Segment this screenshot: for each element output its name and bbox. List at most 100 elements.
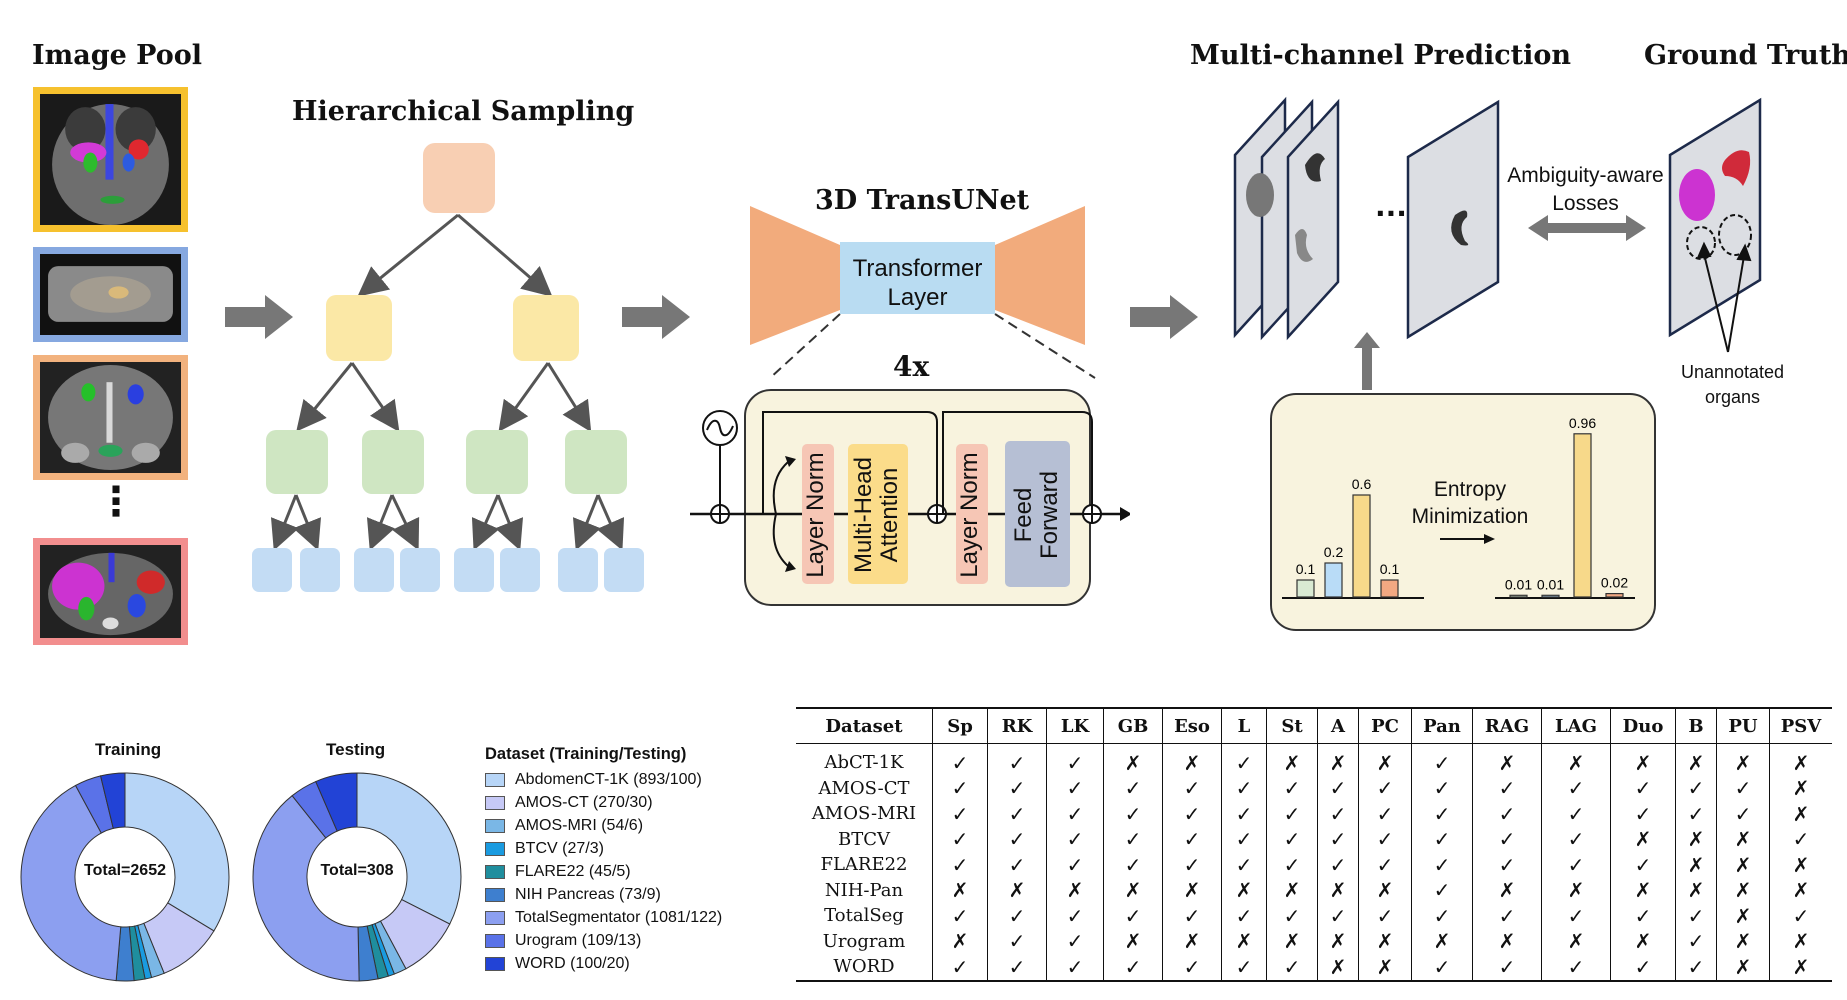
table-mark-cell: ✓ xyxy=(1769,826,1832,852)
ground-truth-title: Ground Truth xyxy=(1644,40,1847,71)
table-mark-cell: ✓ xyxy=(987,801,1047,827)
table-mark-cell: ✓ xyxy=(932,903,988,929)
table-header-st: St xyxy=(1266,707,1318,744)
feed-forward-block xyxy=(1005,441,1070,587)
after-bar xyxy=(1509,594,1528,598)
table-mark-cell: ✗ xyxy=(1769,928,1832,954)
legend-swatch xyxy=(485,956,505,971)
table-mark-cell: ✓ xyxy=(1610,954,1676,982)
table-mark-cell: ✓ xyxy=(1411,826,1473,852)
legend-label: TotalSegmentator (1081/122) xyxy=(515,908,723,926)
donut-slice-9 xyxy=(99,772,126,830)
table-header-pan: Pan xyxy=(1411,707,1473,744)
table-mark-cell: ✗ xyxy=(1266,877,1318,903)
gt-organ-magenta xyxy=(1679,169,1715,221)
table-mark-cell: ✓ xyxy=(1541,954,1611,982)
table-mark-cell: ✗ xyxy=(1675,826,1717,852)
table-mark-cell: ✓ xyxy=(1046,928,1104,954)
table-mark-cell: ✓ xyxy=(1472,775,1542,801)
table-mark-cell: ✗ xyxy=(1046,877,1104,903)
table-mark-cell: ✓ xyxy=(1103,954,1163,982)
table-dataset-cell: AMOS-CT xyxy=(818,777,910,799)
table-mark-cell: ✓ xyxy=(1103,775,1163,801)
table-mark-cell: ✓ xyxy=(1675,775,1717,801)
table-header-lag: LAG xyxy=(1541,707,1611,744)
table-mark-cell: ✓ xyxy=(987,826,1047,852)
testing-donut xyxy=(252,772,462,982)
after-bar xyxy=(1605,593,1624,598)
table-mark-cell: ✗ xyxy=(932,928,988,954)
tree-level1-node xyxy=(513,295,579,361)
entropy-label: Entropy Minimization xyxy=(1405,476,1535,530)
table-mark-cell: ✗ xyxy=(1103,743,1163,776)
table-mark-cell: ✓ xyxy=(1103,826,1163,852)
table-mark-cell: ✗ xyxy=(1162,743,1222,776)
table-mark-cell: ✓ xyxy=(932,775,988,801)
table-dataset-cell: BTCV xyxy=(837,828,890,850)
table-mark-cell: ✓ xyxy=(1046,801,1104,827)
table-mark-cell: ✓ xyxy=(1411,852,1473,878)
hierarchical-tree xyxy=(252,143,644,592)
table-header-pu: PU xyxy=(1716,707,1770,744)
legend-swatch xyxy=(485,910,505,925)
before-value-label: 0.2 xyxy=(1324,544,1344,560)
arrow-pool-to-sampling xyxy=(225,295,293,339)
after-value-label: 0.01 xyxy=(1505,576,1532,592)
loss-line1: Ambiguity-aware xyxy=(1507,164,1664,187)
table-mark-cell: ✓ xyxy=(987,775,1047,801)
legend-label: FLARE22 (45/5) xyxy=(515,862,631,880)
table-mark-cell: ✗ xyxy=(1716,826,1770,852)
table-mark-cell: ✗ xyxy=(1716,743,1770,776)
table-mark-cell: ✗ xyxy=(1769,852,1832,878)
tree-level2-node xyxy=(466,430,528,494)
table-row: NIH-Pan✗✗✗✗✗✗✗✗✗✓✗✗✗✗✗✗ xyxy=(796,877,1832,903)
transunet-title: 3D TransUNet xyxy=(815,185,1030,216)
table-mark-cell: ✓ xyxy=(1221,743,1267,776)
after-value-label: 0.01 xyxy=(1537,576,1564,592)
table-mark-cell: ✓ xyxy=(1266,826,1318,852)
table-mark-cell: ✓ xyxy=(1046,743,1104,776)
legend-item: WORD (100/20) xyxy=(485,952,722,975)
table-header-eso: Eso xyxy=(1162,707,1222,744)
legend-swatch xyxy=(485,887,505,902)
legend-label: AMOS-MRI (54/6) xyxy=(515,816,644,834)
donut-slice-1 xyxy=(124,772,230,932)
tree-leaf-node xyxy=(300,548,340,592)
image-pool-title: Image Pool xyxy=(32,40,203,71)
table-mark-cell: ✓ xyxy=(1411,743,1473,776)
table-mark-cell: ✗ xyxy=(1266,928,1318,954)
table-mark-cell: ✗ xyxy=(1162,928,1222,954)
table-mark-cell: ✓ xyxy=(932,954,988,982)
tree-leaf-node xyxy=(454,548,494,592)
table-mark-cell: ✓ xyxy=(1675,903,1717,929)
table-row: AbCT-1K✓✓✓✗✗✓✗✗✗✓✗✗✗✗✗✗ xyxy=(796,743,1832,776)
table-mark-cell: ✓ xyxy=(1317,775,1359,801)
table-mark-cell: ✗ xyxy=(1221,928,1267,954)
plus-node xyxy=(710,504,730,524)
table-mark-cell: ✓ xyxy=(1317,801,1359,827)
legend-label: WORD (100/20) xyxy=(515,954,630,972)
table-row: Urogram✗✓✓✗✗✗✗✗✗✗✗✗✗✓✗✗ xyxy=(796,928,1832,954)
table-mark-cell: ✓ xyxy=(1358,852,1412,878)
table-mark-cell: ✓ xyxy=(1358,826,1412,852)
ct-thumbnail-3 xyxy=(33,355,188,480)
table-mark-cell: ✓ xyxy=(1472,852,1542,878)
legend-label: NIH Pancreas (73/9) xyxy=(515,885,661,903)
transunet-diagram xyxy=(690,206,1130,606)
table-mark-cell: ✓ xyxy=(1266,852,1318,878)
table-mark-cell: ✓ xyxy=(1221,903,1267,929)
table-mark-cell: ✓ xyxy=(1541,801,1611,827)
legend-title: Dataset (Training/Testing) xyxy=(485,745,687,763)
table-mark-cell: ✓ xyxy=(1716,775,1770,801)
prediction-ellipsis: ... xyxy=(1375,190,1407,223)
testing-total: Total=308 xyxy=(320,862,394,879)
legend-label: AbdomenCT-1K (893/100) xyxy=(515,770,702,788)
table-mark-cell: ✓ xyxy=(1610,801,1676,827)
table-header-psv: PSV xyxy=(1769,707,1832,744)
table-mark-cell: ✗ xyxy=(1716,954,1770,982)
table-mark-cell: ✗ xyxy=(1317,954,1359,982)
table-mark-cell: ✗ xyxy=(1769,877,1832,903)
tree-leaf-node xyxy=(604,548,644,592)
multi-head-attention-block xyxy=(848,444,908,584)
donut-slice-7 xyxy=(252,794,360,982)
